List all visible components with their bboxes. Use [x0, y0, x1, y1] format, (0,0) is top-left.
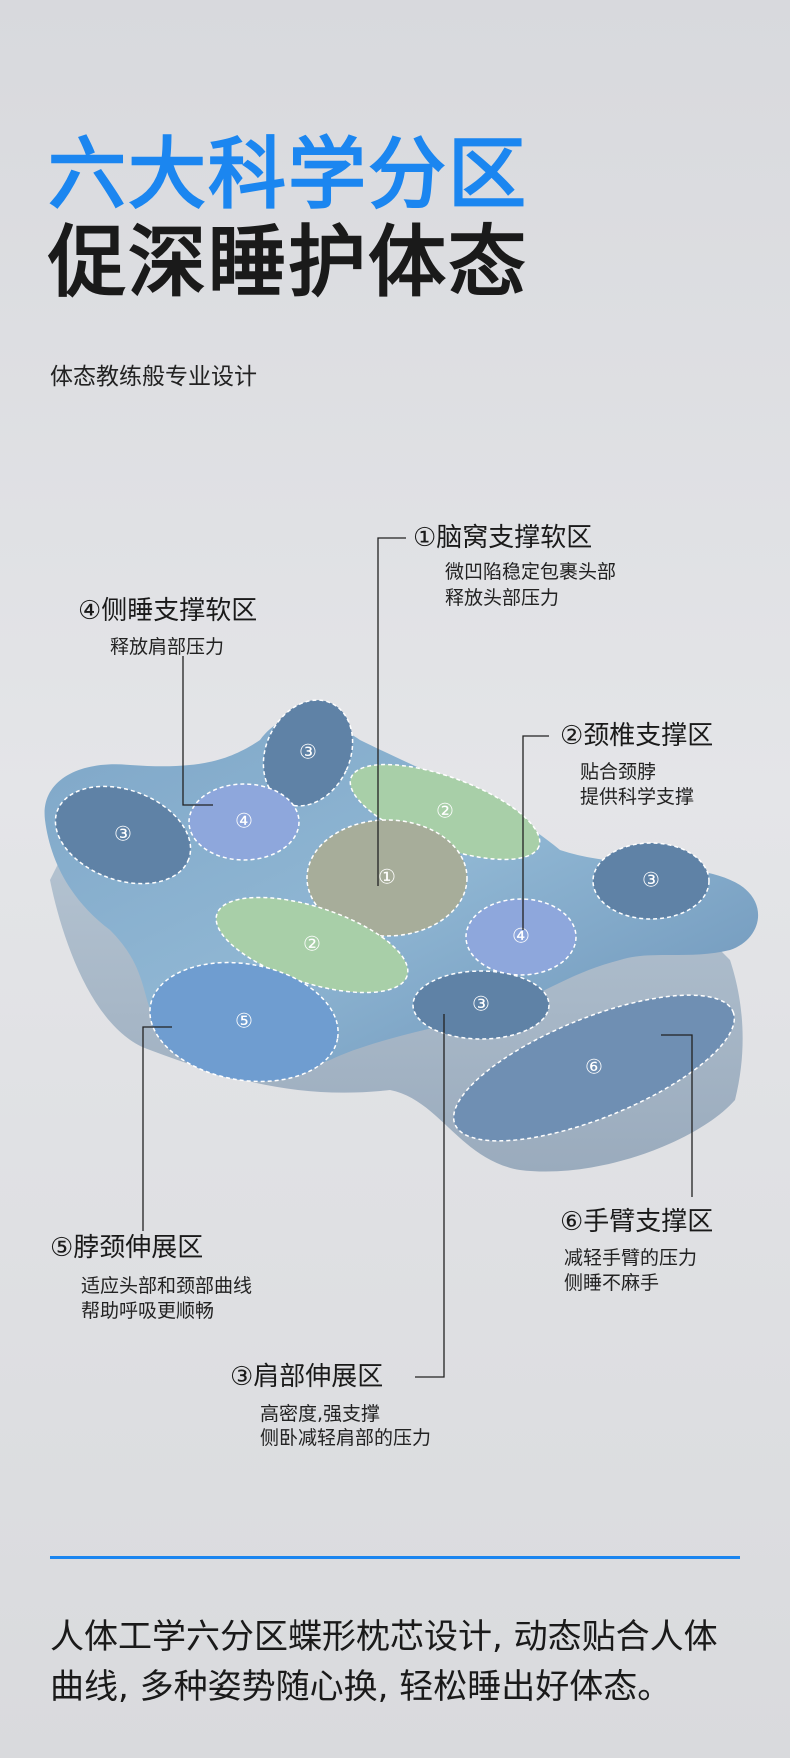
leader-line-6 [661, 1034, 693, 1197]
pillow-label-3: ③ [114, 822, 132, 846]
title-line-2: 促深睡护体态 [48, 218, 529, 308]
zone-6-desc: 侧睡不麻手 [564, 1272, 660, 1294]
zone-6-desc: 减轻手臂的压力 [564, 1247, 698, 1269]
leader-line-1 [377, 537, 406, 886]
zone-3-desc: 侧卧减轻肩部的压力 [260, 1427, 432, 1449]
title-line-1: 六大科学分区 [48, 130, 529, 220]
zone-1-desc: 释放头部压力 [445, 587, 560, 609]
zone-4-title: ④侧睡支撑软区 [78, 596, 258, 626]
accent-divider [50, 1556, 740, 1559]
leader-line-2 [522, 735, 549, 930]
zone-2-desc: 提供科学支撑 [580, 786, 695, 808]
pillow-label-4: ④ [235, 809, 253, 833]
pillow-label-4: ④ [512, 924, 530, 948]
zone-3-desc: 高密度,强支撑 [260, 1403, 381, 1425]
zone-1-title: ①脑窝支撑软区 [413, 523, 593, 553]
subtitle: 体态教练般专业设计 [50, 364, 257, 390]
zone-1-desc: 微凹陷稳定包裹头部 [445, 561, 617, 583]
zone-3-title: ③肩部伸展区 [230, 1362, 384, 1392]
footer-text: 人体工学六分区蝶形枕芯设计, 动态贴合人体曲线, 多种姿势随心换, 轻松睡出好体… [50, 1617, 718, 1707]
zone-5-desc: 帮助呼吸更顺畅 [81, 1300, 215, 1322]
pillow-label-2: ② [303, 932, 321, 956]
leader-line-3 [415, 1014, 445, 1378]
zone-2-desc: 贴合颈脖 [580, 761, 657, 783]
pillow-label-1: ① [378, 865, 396, 889]
leader-line-5 [142, 1026, 172, 1231]
zone-5-title: ⑤脖颈伸展区 [50, 1233, 204, 1263]
pillow-label-3: ③ [472, 992, 490, 1016]
leader-line-4 [182, 656, 213, 806]
pillow-label-5: ⑤ [235, 1009, 253, 1033]
zone-2-title: ②颈椎支撑区 [560, 721, 714, 751]
pillow-label-2: ② [436, 799, 454, 823]
zone-6-title: ⑥手臂支撑区 [560, 1207, 714, 1237]
pillow-label-3: ③ [299, 740, 317, 764]
zone-5-desc: 适应头部和颈部曲线 [81, 1275, 253, 1297]
pillow-label-3: ③ [642, 868, 660, 892]
zone-4-desc: 释放肩部压力 [110, 636, 225, 658]
pillow-label-6: ⑥ [585, 1055, 603, 1079]
